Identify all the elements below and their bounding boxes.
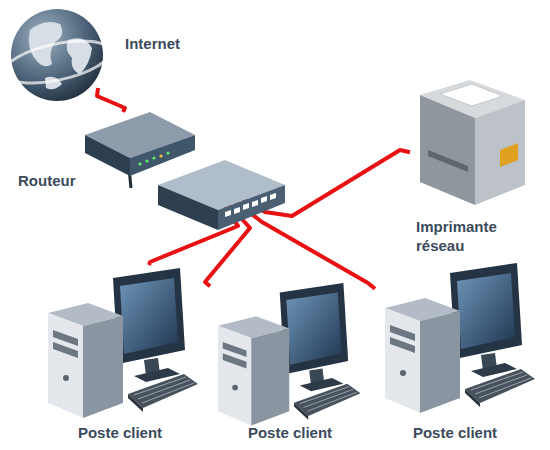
device-label: Imprimante réseau — [416, 217, 511, 255]
device-node: Poste client — [375, 265, 535, 445]
device-label: Internet — [125, 34, 197, 53]
device-label: Routeur — [18, 171, 98, 190]
printer-icon — [420, 80, 525, 205]
device-node: Poste client — [40, 265, 200, 445]
router-icon — [85, 112, 195, 188]
device-label: Poste client — [210, 423, 370, 442]
network-cable — [97, 88, 125, 112]
computer-icon — [48, 263, 535, 426]
globe-icon — [0, 9, 113, 101]
device-label: Poste client — [375, 423, 535, 442]
device-node: Internet — [8, 8, 198, 88]
switch-icon — [158, 160, 285, 230]
device-node: Imprimante réseau — [410, 75, 535, 257]
device-label: Poste client — [40, 423, 200, 442]
device-node: Poste client — [210, 265, 370, 445]
device-node: Routeur — [15, 112, 195, 190]
